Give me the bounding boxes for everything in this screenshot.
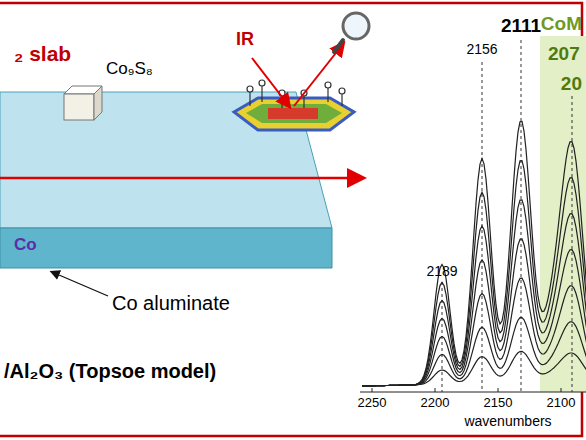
spectrum-curve xyxy=(362,278,586,386)
model-caption: /Al₂O₃ (Topsoe model) xyxy=(4,360,216,382)
active-phase xyxy=(268,108,318,119)
axis-title: wavenumbers xyxy=(464,414,551,429)
peak-number: 2189 xyxy=(426,264,457,279)
band-title: CoM xyxy=(541,14,582,35)
leader-arrow xyxy=(52,272,108,296)
peak-number: 2156 xyxy=(466,42,497,57)
frame xyxy=(0,3,582,436)
slab-label: ₂ slab xyxy=(14,42,71,65)
support-pad xyxy=(234,98,354,130)
ir-label: IR xyxy=(236,30,254,50)
ir-out xyxy=(294,44,343,106)
cube-side xyxy=(94,86,102,120)
peak-number: 20 xyxy=(561,74,582,95)
spectra xyxy=(362,121,586,386)
spectrum-curve xyxy=(362,318,586,387)
tick-label: 2100 xyxy=(547,396,576,410)
main-arrow xyxy=(0,177,362,180)
slab-front xyxy=(0,228,332,268)
support-inner xyxy=(246,104,342,123)
cluster-label: Co₉S₈ xyxy=(106,60,153,79)
slab-top xyxy=(0,92,332,228)
cube-front xyxy=(64,94,94,120)
spectrum-curve xyxy=(362,121,586,386)
cobalt-label: Co xyxy=(14,236,37,255)
spectrum-curve xyxy=(362,351,586,386)
x-axis xyxy=(360,392,586,393)
peak-number: 2111 xyxy=(501,16,541,37)
aluminate-label: Co aluminate xyxy=(112,292,230,314)
ir-in xyxy=(252,58,289,106)
tick-label: 2200 xyxy=(421,396,450,410)
ticks xyxy=(372,388,561,392)
tick-label: 2150 xyxy=(484,396,513,410)
tick-label: 2250 xyxy=(358,396,387,410)
peak-number: 207 xyxy=(548,44,580,65)
magnifier xyxy=(334,13,369,52)
